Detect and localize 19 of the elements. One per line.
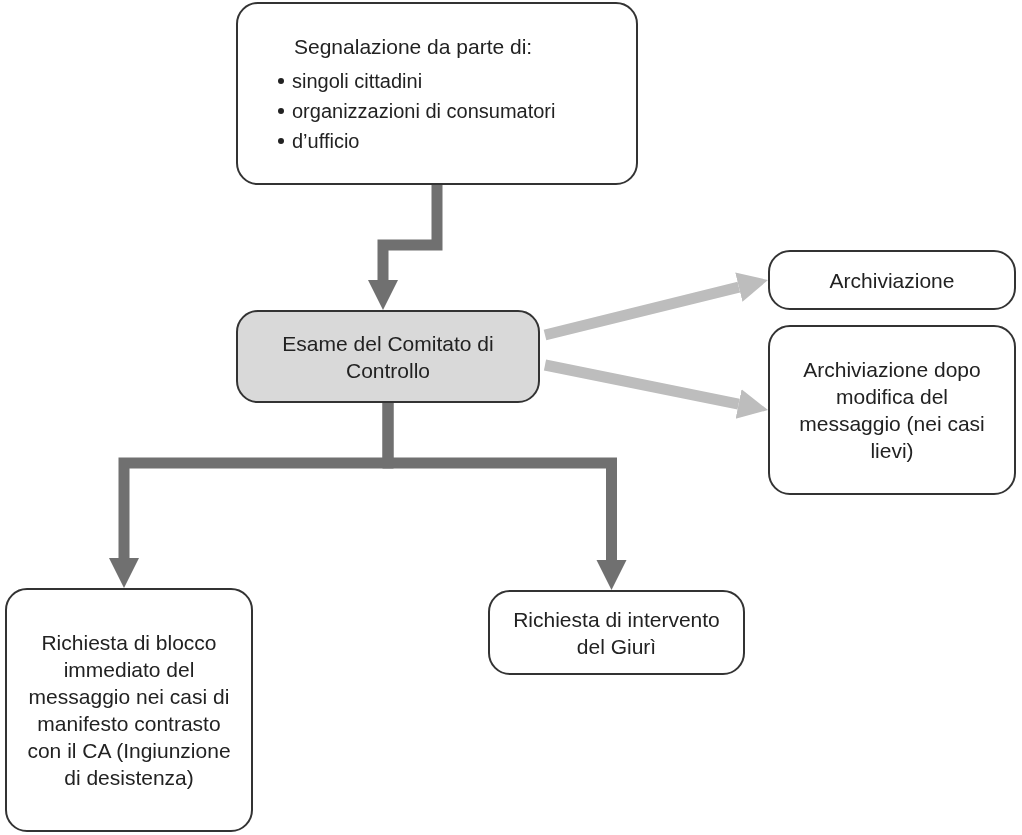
box-heading: Segnalazione da parte di: <box>294 33 533 60</box>
arrow <box>382 403 627 590</box>
text-box <box>236 2 638 185</box>
box-text: Richiesta di intervento del Giurì <box>512 606 721 660</box>
box-text: Archiviazione <box>829 267 955 294</box>
bullet-item: organizzazioni di consumatori <box>292 99 556 125</box>
arrow <box>543 272 768 341</box>
text-box <box>768 250 1016 310</box>
text-box <box>5 588 253 832</box>
bullet-item: singoli cittadini <box>292 69 423 95</box>
arrow <box>368 185 443 310</box>
box-text: Esame del Comitato di Controllo <box>281 330 495 384</box>
box-text: Richiesta di blocco immediato del messaggio nei casi di manifesto contrasto con il CA (Ingiunzione di desistenza) <box>26 630 232 791</box>
bullet-item: d’ufficio <box>292 129 360 155</box>
arrow <box>543 359 768 419</box>
process-box <box>236 310 540 403</box>
box-text: Archiviazione dopo modifica del messaggio (nei casi lievi) <box>798 357 986 464</box>
text-box <box>768 325 1016 495</box>
text-box <box>488 590 745 675</box>
